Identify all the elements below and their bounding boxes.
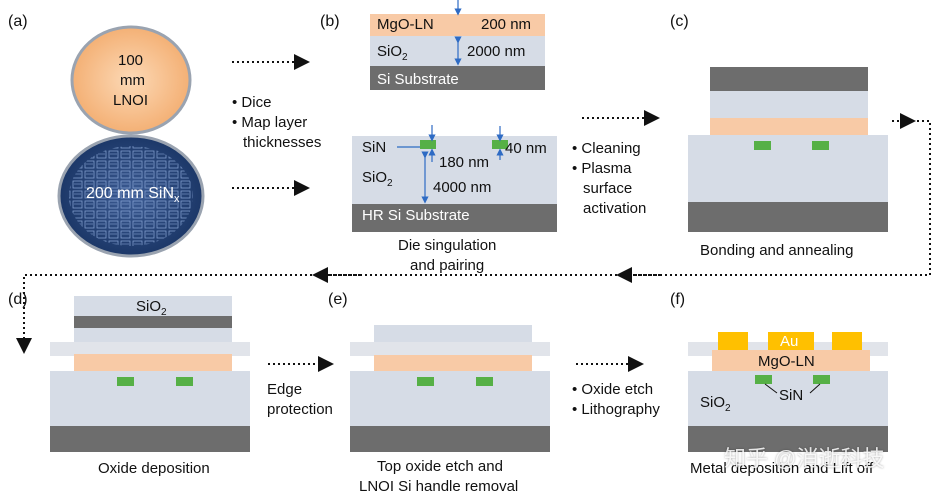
f-sin-pointer-2 bbox=[809, 383, 821, 394]
b-4000nm-label: 4000 nm bbox=[433, 179, 492, 196]
b-mgo-ln-layer bbox=[370, 14, 545, 36]
panel-label-c: (c) bbox=[670, 13, 689, 30]
e-sin-sio2 bbox=[350, 371, 550, 426]
sin-wafer-die-pattern bbox=[69, 146, 193, 246]
f-caption: Metal deposition and Lift off bbox=[690, 460, 874, 477]
e-hr-si bbox=[350, 426, 550, 452]
f-mgo-ln-label: MgO-LN bbox=[758, 353, 815, 370]
e-sin-waveguide-2 bbox=[476, 377, 493, 386]
cleaning-step-2: • Plasma bbox=[572, 160, 632, 177]
panel-label-e: (e) bbox=[328, 291, 348, 308]
e-caption-2: LNOI Si handle removal bbox=[359, 478, 519, 495]
c-sin-waveguide-1 bbox=[754, 141, 771, 150]
oxide-etch-step-1: • Oxide etch bbox=[572, 381, 654, 398]
b-40nm-label: 40 nm bbox=[505, 140, 547, 157]
cleaning-step-4: activation bbox=[583, 200, 647, 217]
f-au-pad-1 bbox=[718, 332, 748, 350]
f-mgo-ln bbox=[712, 350, 870, 371]
lnoi-wafer-label-1: 100 bbox=[118, 52, 144, 69]
b-sin-waveguide-2 bbox=[492, 140, 508, 149]
panel-label-d: (d) bbox=[8, 291, 28, 308]
b-hr-si-substrate bbox=[352, 204, 557, 232]
f-au-pad-3 bbox=[832, 332, 862, 350]
b-sio2-label: SiO2 bbox=[377, 43, 408, 63]
e-mgo-ln bbox=[374, 355, 532, 371]
b-mgo-ln-label: MgO-LN bbox=[377, 16, 434, 33]
panel-label-b: (b) bbox=[320, 13, 340, 30]
c-sio2-box bbox=[710, 91, 868, 118]
f-sin-waveguide-1 bbox=[755, 375, 772, 384]
d-mgo-ln bbox=[74, 354, 232, 371]
e-caption-1: Top oxide etch and bbox=[377, 458, 503, 475]
arrow-c-to-d-loop bbox=[16, 120, 931, 354]
sin-wafer-label-sub: x bbox=[174, 193, 180, 206]
edge-protection-step: Edge protection bbox=[267, 381, 333, 418]
dice-step-1: • Dice bbox=[232, 94, 272, 111]
b-si-substrate-label: Si Substrate bbox=[377, 71, 459, 88]
c-caption: Bonding and annealing bbox=[700, 242, 854, 259]
f-sio2-label: SiO2 bbox=[700, 394, 731, 414]
cleaning-step-3: surface bbox=[583, 180, 633, 197]
b-si-substrate bbox=[370, 66, 545, 90]
cleaning-step-1: • Cleaning bbox=[572, 140, 641, 157]
watermark: 知乎 @消逝科技 bbox=[724, 446, 885, 471]
c-mgo-ln bbox=[710, 118, 868, 135]
d-sio2-cap bbox=[74, 296, 232, 316]
d-sin-sio2 bbox=[50, 371, 250, 426]
b-sio2-thickness: 2000 nm bbox=[467, 43, 526, 60]
panel-label-a: (a) bbox=[8, 13, 28, 30]
cleaning-steps: • Cleaning • Plasma surface activation bbox=[572, 139, 646, 219]
d-sio2-label: SiO2 bbox=[136, 298, 167, 318]
b-hr-si-label: HR Si Substrate bbox=[362, 207, 470, 224]
oxide-etch-step-2: • Lithography bbox=[572, 401, 660, 418]
sin-wafer-label-text: 200 mm SiN bbox=[86, 185, 175, 202]
d-edge-oxide bbox=[50, 342, 250, 356]
c-sin-sio2 bbox=[688, 135, 888, 202]
e-edge-oxide bbox=[350, 342, 550, 356]
lnoi-wafer-label-3: LNOI bbox=[113, 92, 149, 109]
b-sio2-lower-label: SiO2 bbox=[362, 169, 393, 189]
d-si-handle bbox=[74, 316, 232, 328]
panel-label-f: (f) bbox=[670, 291, 686, 308]
f-sin-waveguide-2 bbox=[813, 375, 830, 384]
f-sin-sio2 bbox=[688, 371, 888, 426]
f-hr-si bbox=[688, 426, 888, 452]
b-sin-label: SiN bbox=[362, 139, 387, 156]
d-sin-waveguide-2 bbox=[176, 377, 193, 386]
dice-step-2: • Map layer bbox=[232, 114, 308, 131]
dice-step-3: thicknesses bbox=[243, 134, 322, 151]
f-au-label: Au bbox=[780, 333, 799, 350]
lnoi-wafer-label-2: mm bbox=[120, 72, 145, 89]
f-au-pad-2 bbox=[768, 332, 814, 350]
b-sin-die-sio2 bbox=[352, 136, 557, 204]
d-caption: Oxide deposition bbox=[98, 460, 210, 477]
c-sin-waveguide-2 bbox=[812, 141, 829, 150]
sin-wafer-label: 200 mm SiNx bbox=[86, 186, 180, 205]
d-sin-waveguide-1 bbox=[117, 377, 134, 386]
d-hr-si bbox=[50, 426, 250, 452]
b-mgo-ln-thickness: 200 nm bbox=[481, 16, 532, 33]
oxide-etch-steps: • Oxide etch • Lithography bbox=[572, 380, 660, 420]
f-sin-label: SiN bbox=[779, 387, 804, 404]
f-sin-pointer-1 bbox=[764, 383, 778, 394]
b-180nm-label: 180 nm bbox=[439, 154, 490, 171]
e-sin-waveguide-1 bbox=[417, 377, 434, 386]
b-sin-waveguide-1 bbox=[420, 140, 436, 149]
c-hr-si bbox=[688, 202, 888, 232]
c-si-handle bbox=[710, 67, 868, 91]
dice-steps: • Dice • Map layer thicknesses bbox=[232, 93, 321, 153]
lnoi-wafer bbox=[70, 25, 192, 135]
b-caption-1: Die singulation bbox=[398, 237, 497, 254]
b-caption-2: and pairing bbox=[410, 257, 485, 274]
